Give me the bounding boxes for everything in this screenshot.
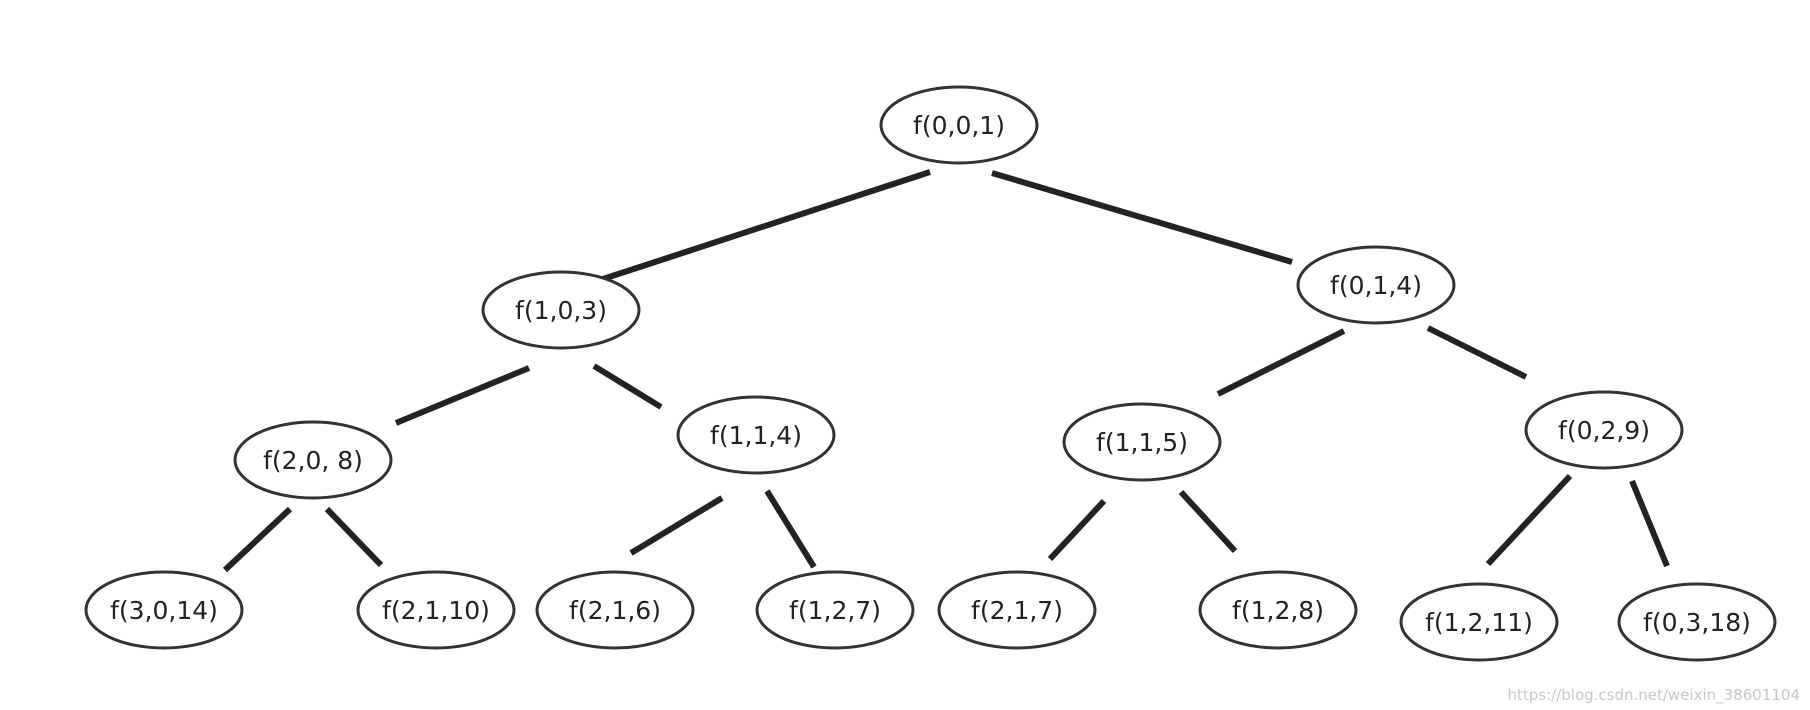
node-label: f(1,2,11) — [1425, 608, 1533, 637]
node-label: f(0,0,1) — [913, 111, 1005, 140]
edge-n2-n5 — [1216, 328, 1346, 397]
edges-layer — [222, 169, 1670, 573]
node-ellipse — [1617, 582, 1777, 662]
edge-n0-n2 — [991, 170, 1293, 265]
node-ellipse — [676, 395, 836, 475]
node-ellipse — [356, 570, 516, 650]
node-label: f(0,2,9) — [1558, 416, 1650, 445]
node-label: f(1,1,5) — [1096, 428, 1188, 457]
node-label: f(0,1,4) — [1330, 271, 1422, 300]
tree-node-n4: f(1,1,4) — [676, 395, 836, 475]
watermark-text: https://blog.csdn.net/weixin_38601104 — [1507, 686, 1800, 705]
tree-node-n2: f(0,1,4) — [1296, 245, 1456, 325]
node-label: f(1,2,7) — [789, 596, 881, 625]
tree-node-n7: f(3,0,14) — [84, 570, 244, 650]
node-ellipse — [1198, 570, 1358, 650]
node-ellipse — [1524, 390, 1684, 470]
node-ellipse — [233, 420, 393, 500]
tree-node-n0: f(0,0,1) — [879, 85, 1039, 165]
tree-node-n3: f(2,0, 8) — [233, 420, 393, 500]
edge-n5-n12 — [1178, 489, 1238, 554]
edge-n0-n1 — [599, 169, 931, 283]
node-label: f(2,0, 8) — [263, 446, 363, 475]
node-label: f(0,3,18) — [1643, 608, 1751, 637]
tree-node-n10: f(1,2,7) — [755, 570, 915, 650]
tree-node-n11: f(2,1,7) — [937, 570, 1097, 650]
tree-node-n5: f(1,1,5) — [1062, 402, 1222, 482]
node-ellipse — [755, 570, 915, 650]
tree-node-n6: f(0,2,9) — [1524, 390, 1684, 470]
node-label: f(1,1,4) — [710, 421, 802, 450]
edge-n3-n7 — [222, 506, 293, 573]
node-ellipse — [1296, 245, 1456, 325]
node-ellipse — [1062, 402, 1222, 482]
tree-node-n13: f(1,2,11) — [1399, 582, 1559, 662]
edge-n4-n9 — [629, 495, 724, 556]
tree-node-n12: f(1,2,8) — [1198, 570, 1358, 650]
node-label: f(2,1,6) — [569, 596, 661, 625]
edge-n1-n3 — [394, 365, 531, 426]
node-ellipse — [481, 270, 641, 350]
edge-n4-n10 — [764, 489, 817, 569]
node-ellipse — [879, 85, 1039, 165]
node-label: f(2,1,10) — [382, 596, 490, 625]
tree-node-n9: f(2,1,6) — [535, 570, 695, 650]
node-ellipse — [84, 570, 244, 650]
node-label: f(1,0,3) — [515, 296, 607, 325]
node-label: f(1,2,8) — [1232, 596, 1324, 625]
edge-n5-n11 — [1047, 498, 1107, 562]
edge-n6-n13 — [1485, 473, 1573, 567]
tree-node-n1: f(1,0,3) — [481, 270, 641, 350]
tree-node-n14: f(0,3,18) — [1617, 582, 1777, 662]
node-ellipse — [535, 570, 695, 650]
nodes-layer: f(0,0,1) f(1,0,3) f(0,1,4) f(2,0, 8) f(1,1,4… — [84, 85, 1777, 662]
node-ellipse — [1399, 582, 1559, 662]
node-label: f(2,1,7) — [971, 596, 1063, 625]
edge-n6-n14 — [1629, 479, 1670, 568]
edge-n3-n8 — [324, 506, 384, 568]
edge-n1-n4 — [592, 363, 663, 410]
tree-node-n8: f(2,1,10) — [356, 570, 516, 650]
edge-n2-n6 — [1426, 325, 1528, 380]
node-label: f(3,0,14) — [110, 596, 218, 625]
node-ellipse — [937, 570, 1097, 650]
